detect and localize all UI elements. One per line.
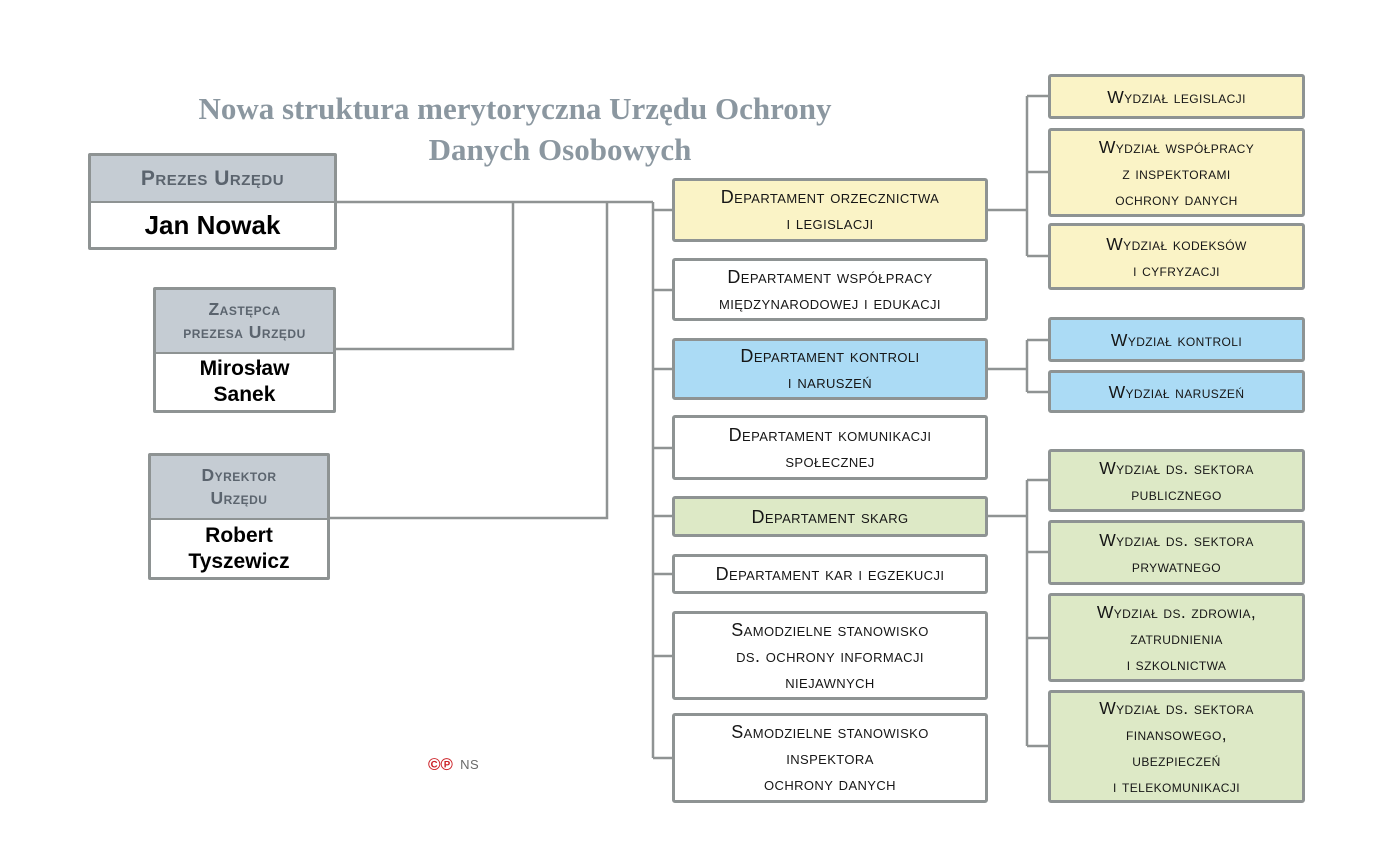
page-title-line2: Danych Osobowych xyxy=(428,132,692,167)
zastepca-role-label: Zastępca prezesa Urzędu xyxy=(156,290,333,354)
dept-komunikacji-spolecznej: Departament komunikacji społecznej xyxy=(672,415,988,480)
prezes-role-label: Prezes Urzędu xyxy=(91,156,334,203)
dept-label: Departament kontroli i naruszeń xyxy=(740,346,920,392)
wydzial-wspolpracy-z-inspektorami: Wydział współpracy z inspektorami ochron… xyxy=(1048,128,1305,217)
wydzial-kontroli: Wydział kontroli xyxy=(1048,317,1305,362)
dept-label: Departament komunikacji społecznej xyxy=(728,424,932,471)
zastepca-name: Mirosław Sanek xyxy=(199,357,290,406)
connector-left-group xyxy=(330,200,672,760)
page-title-line1: Nowa struktura merytoryczna Urzędu Ochro… xyxy=(198,91,832,126)
watermark: © ℗ NS xyxy=(428,756,479,773)
page-title: Nowa struktura merytoryczna Urzędu Ochro… xyxy=(95,88,935,170)
dept-label: Samodzielne stanowisko ds. ochrony infor… xyxy=(731,619,929,692)
wydzial-sektora-publicznego: Wydział ds. sektora publicznego xyxy=(1048,449,1305,512)
stanowisko-ochrony-informacji-niejawnych: Samodzielne stanowisko ds. ochrony infor… xyxy=(672,611,988,700)
dept-wspolpracy-miedzynarodowej: Departament współpracy międzynarodowej i… xyxy=(672,258,988,321)
division-label: Wydział ds. zdrowia, zatrudnienia i szko… xyxy=(1096,601,1257,674)
division-label: Wydział ds. sektora finansowego, ubezpie… xyxy=(1099,697,1254,796)
phonogram-icon: ℗ xyxy=(440,755,454,774)
dept-label: Departament skarg xyxy=(751,506,909,527)
wydzial-sektora-prywatnego: Wydział ds. sektora prywatnego xyxy=(1048,520,1305,585)
connector-blue-group xyxy=(988,338,1048,394)
dept-skarg: Departament skarg xyxy=(672,496,988,537)
wydzial-sektora-finansowego: Wydział ds. sektora finansowego, ubezpie… xyxy=(1048,690,1305,803)
dyrektor-name: Robert Tyszewicz xyxy=(188,523,290,573)
dept-kar-i-egzekucji: Departament kar i egzekucji xyxy=(672,554,988,594)
box-prezes-urzedu: Prezes Urzędu Jan Nowak xyxy=(88,153,337,250)
division-label: Wydział naruszeń xyxy=(1108,381,1245,402)
wydzial-naruszen: Wydział naruszeń xyxy=(1048,370,1305,413)
dept-orzecznictwa-i-legislacji: Departament orzecznictwa i legislacji xyxy=(672,178,988,242)
box-zastepca-prezesa: Zastępca prezesa Urzędu Mirosław Sanek xyxy=(153,287,336,413)
division-label: Wydział współpracy z inspektorami ochron… xyxy=(1098,136,1255,209)
dept-label: Departament orzecznictwa i legislacji xyxy=(720,187,940,233)
box-dyrektor-urzedu: Dyrektor Urzędu Robert Tyszewicz xyxy=(148,453,330,580)
wydzial-zdrowia-zatrudnienia-szkolnictwa: Wydział ds. zdrowia, zatrudnienia i szko… xyxy=(1048,593,1305,682)
dyrektor-role-label: Dyrektor Urzędu xyxy=(151,456,327,520)
division-label: Wydział kodeksów i cyfryzacji xyxy=(1106,233,1247,280)
wydzial-kodeksow-i-cyfryzacji: Wydział kodeksów i cyfryzacji xyxy=(1048,223,1305,290)
connector-yellow-group xyxy=(988,94,1048,258)
prezes-name: Jan Nowak xyxy=(144,209,281,240)
dept-kontroli-i-naruszen: Departament kontroli i naruszeń xyxy=(672,338,988,400)
watermark-initials: NS xyxy=(460,757,480,772)
wydzial-legislacji: Wydział legislacji xyxy=(1048,74,1305,119)
copyright-icon: © xyxy=(428,755,441,774)
division-label: Wydział legislacji xyxy=(1107,86,1246,107)
division-label: Wydział kontroli xyxy=(1110,329,1243,350)
division-label: Wydział ds. sektora publicznego xyxy=(1099,457,1254,504)
connector-green-group xyxy=(988,478,1048,748)
dept-label: Samodzielne stanowisko inspektora ochron… xyxy=(731,722,929,794)
dept-label: Departament współpracy międzynarodowej i… xyxy=(719,266,941,313)
division-label: Wydział ds. sektora prywatnego xyxy=(1099,529,1254,576)
dept-label: Departament kar i egzekucji xyxy=(715,564,945,584)
stanowisko-inspektora-ochrony-danych: Samodzielne stanowisko inspektora ochron… xyxy=(672,713,988,803)
